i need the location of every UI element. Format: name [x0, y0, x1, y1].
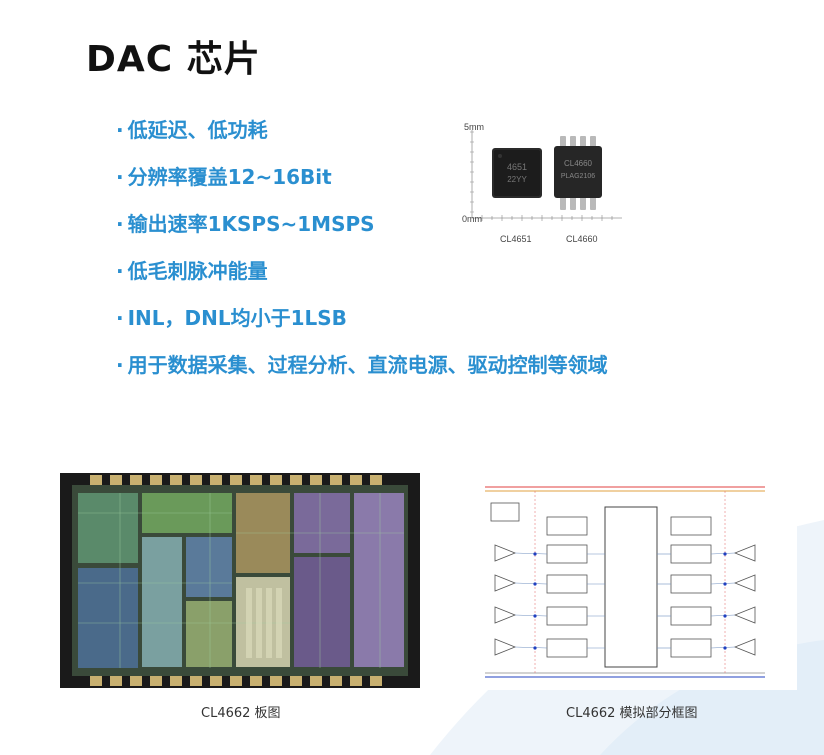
- feature-item: ·用于数据采集、过程分析、直流电源、驱动控制等领域: [116, 347, 608, 394]
- feature-text: 用于数据采集、过程分析、直流电源、驱动控制等领域: [127, 353, 608, 377]
- ruler-top-label: 5mm: [464, 122, 484, 132]
- feature-text: 输出速率1KSPS~1MSPS: [127, 212, 375, 236]
- feature-text: 低延迟、低功耗: [127, 118, 268, 142]
- bullet-marker: ·: [116, 165, 124, 189]
- bullet-marker: ·: [116, 118, 124, 142]
- bullet-marker: ·: [116, 353, 124, 377]
- feature-text: INL，DNL均小于1LSB: [127, 306, 347, 330]
- bullet-marker: ·: [116, 306, 124, 330]
- feature-text: 低毛刺脉冲能量: [127, 259, 268, 283]
- feature-item: ·输出速率1KSPS~1MSPS: [116, 206, 608, 253]
- chip1-marking-line1: 4651: [507, 162, 527, 172]
- block-diagram-image: [455, 477, 797, 690]
- feature-list: ·低延迟、低功耗 ·分辨率覆盖12~16Bit ·输出速率1KSPS~1MSPS…: [116, 112, 608, 394]
- chip1-marking-line2: 22YY: [507, 175, 527, 184]
- chip2-marking-line2: PLAG2106: [561, 173, 595, 180]
- feature-item: ·分辨率覆盖12~16Bit: [116, 159, 608, 206]
- bullet-marker: ·: [116, 212, 124, 236]
- chip-photo-graphic: 4651 22YY CL4660 PLAG2106: [470, 130, 622, 221]
- ruler-bottom-label: 0mm: [462, 214, 482, 224]
- page-title: DAC 芯片: [86, 39, 261, 80]
- chip-layout-image: [60, 473, 420, 688]
- feature-text: 分辨率覆盖12~16Bit: [127, 165, 332, 189]
- block-diagram-caption: CL4662 模拟部分框图: [566, 706, 698, 721]
- feature-item: ·INL，DNL均小于1LSB: [116, 300, 608, 347]
- feature-item: ·低毛刺脉冲能量: [116, 253, 608, 300]
- bullet-marker: ·: [116, 259, 124, 283]
- chip2-label: CL4660: [566, 234, 598, 244]
- chip1-label: CL4651: [500, 234, 532, 244]
- chip2-marking-line1: CL4660: [564, 159, 593, 168]
- layout-caption: CL4662 板图: [201, 706, 281, 721]
- feature-item: ·低延迟、低功耗: [116, 112, 608, 159]
- chip-photo: 4651 22YY CL4660 PLAG2106 5mm 0mm CL4651…: [462, 122, 624, 256]
